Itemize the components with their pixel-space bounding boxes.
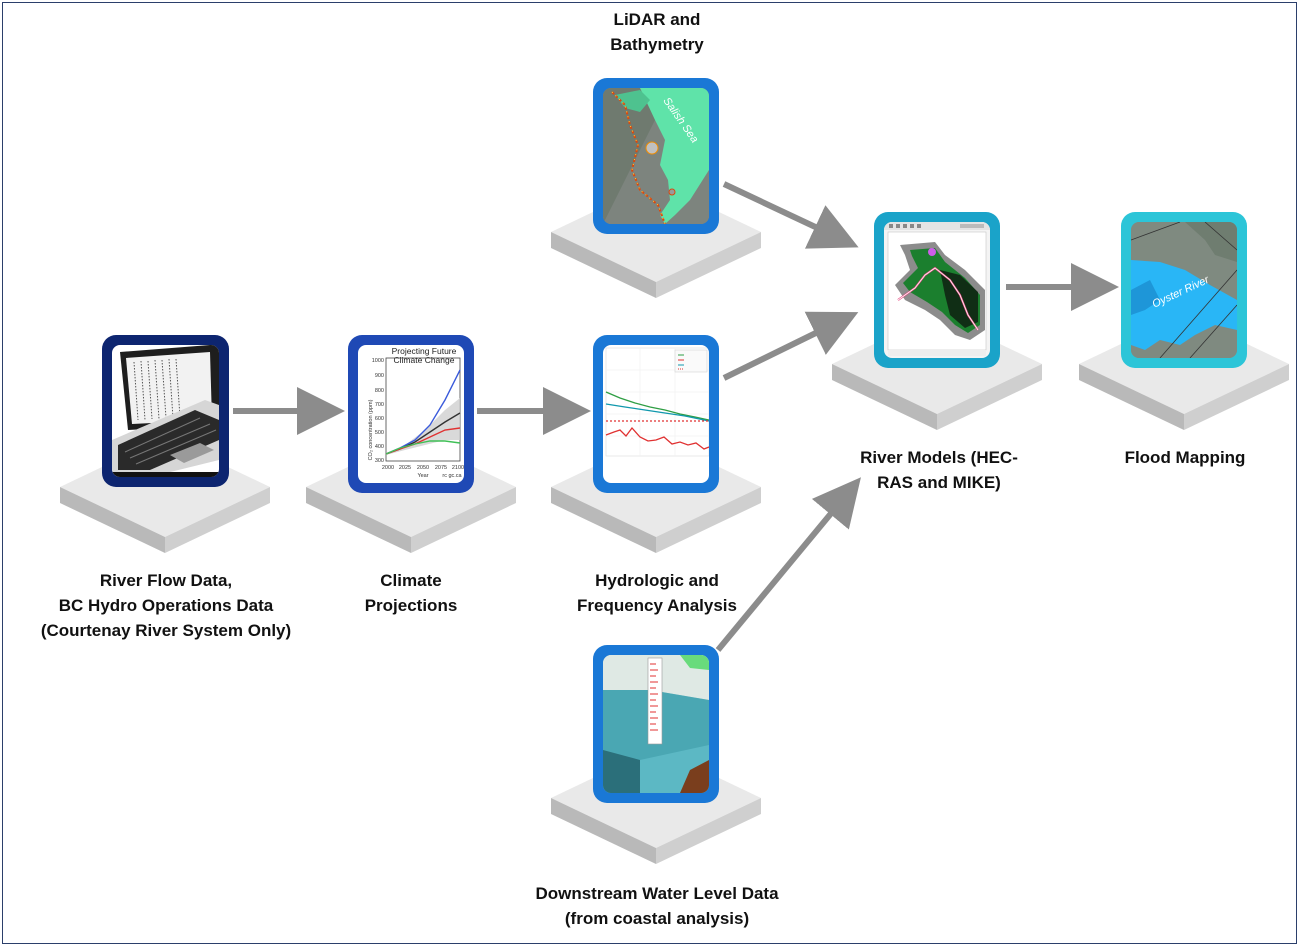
climate-chart-icon: Projecting Future Climate Change 1000 90… [348, 335, 474, 493]
river-model-icon [874, 212, 1000, 368]
label-river-models: River Models (HEC- RAS and MIKE) [860, 448, 1018, 492]
label-climate-projections: Climate Projections [364, 571, 458, 615]
arrows [233, 181, 1119, 652]
svg-text:2100: 2100 [452, 465, 464, 471]
laptop-icon [102, 335, 229, 487]
svg-text:1000: 1000 [372, 358, 384, 364]
svg-text:600: 600 [375, 416, 384, 422]
svg-text:rc gc.ca: rc gc.ca [442, 473, 462, 479]
label-downstream-water-level: Downstream Water Level Data (from coasta… [535, 884, 779, 928]
water-gauge-icon [593, 645, 719, 803]
satellite-map-icon: Salish Sea [593, 78, 719, 234]
label-lidar-bathymetry: LiDAR and Bathymetry [610, 10, 704, 54]
label-river-flow-data: River Flow Data, BC Hydro Operations Dat… [40, 571, 292, 640]
arrow-downstream-to-rivermodels [715, 477, 861, 652]
svg-text:400: 400 [375, 444, 384, 450]
svg-text:800: 800 [375, 388, 384, 394]
flood-map-icon: Oyster River [1121, 212, 1247, 368]
line-chart-icon [593, 335, 719, 493]
svg-text:500: 500 [375, 430, 384, 436]
svg-text:Year: Year [417, 473, 428, 479]
svg-text:700: 700 [375, 402, 384, 408]
arrow-hydrologic-to-rivermodels [722, 311, 859, 381]
svg-text:2050: 2050 [417, 465, 429, 471]
svg-text:CO₂ concentration (ppm): CO₂ concentration (ppm) [368, 399, 374, 460]
label-hydrologic-frequency: Hydrologic and Frequency Analysis [577, 571, 737, 615]
svg-text:2075: 2075 [435, 465, 447, 471]
label-flood-mapping: Flood Mapping [1124, 448, 1246, 467]
climate-chart-title-1: Projecting Future [392, 346, 457, 356]
climate-chart-title-2: Climate Change [394, 355, 455, 365]
svg-text:900: 900 [375, 373, 384, 379]
svg-text:2025: 2025 [399, 465, 411, 471]
svg-text:300: 300 [375, 458, 384, 464]
svg-text:2000: 2000 [382, 465, 394, 471]
arrow-lidar-to-rivermodels [722, 181, 859, 249]
